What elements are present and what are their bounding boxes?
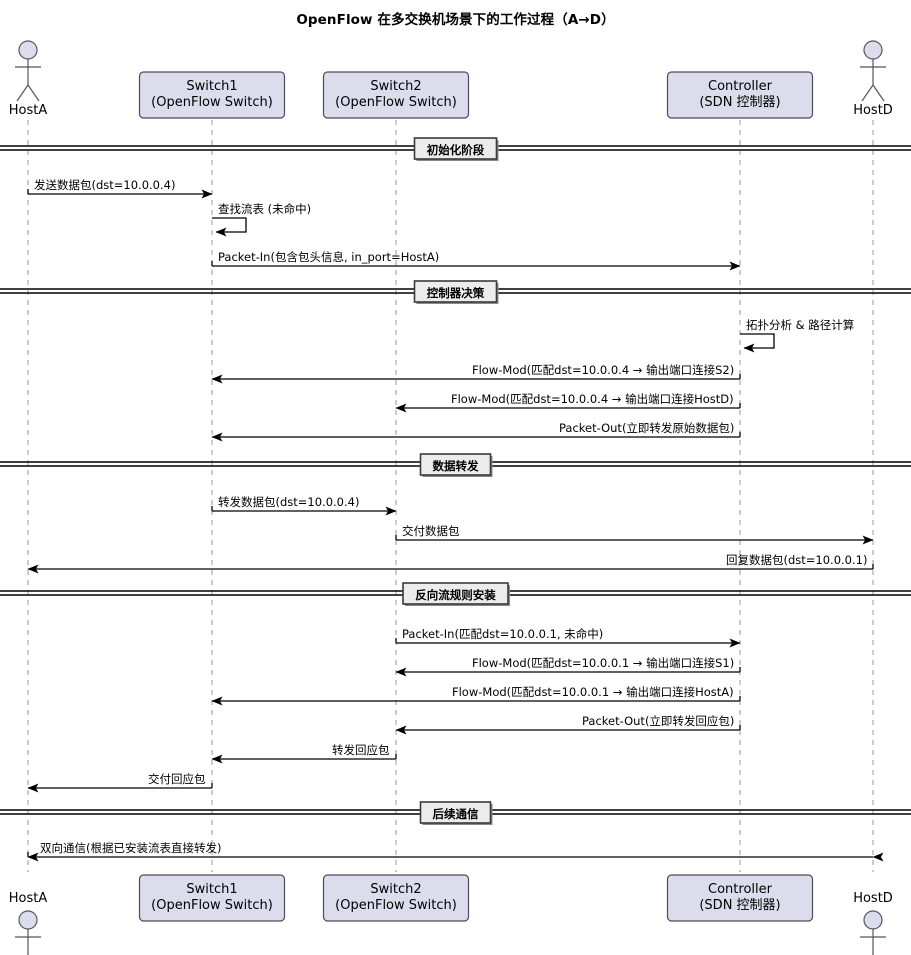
section-box-sec-after[interactable] — [419, 801, 492, 824]
message-label-m11: Packet-In(匹配dst=10.0.0.1, 未命中) — [402, 627, 604, 641]
actor-label-hostA-top: HostA — [8, 103, 48, 118]
participant-name-controller-bottom: Controller — [708, 882, 772, 897]
message-m1[interactable] — [27, 189, 213, 199]
actor-leg-right-hostA — [27, 84, 40, 102]
participant-sub-switch1-top: (OpenFlow Switch) — [151, 95, 273, 110]
participant-label-switch1-top: Switch1(OpenFlow Switch) — [140, 79, 285, 111]
message-label-m6: Flow-Mod(匹配dst=10.0.0.4 → 输出端口连接HostD) — [451, 392, 734, 406]
message-label-m10: 回复数据包(dst=10.0.0.1) — [726, 553, 868, 567]
message-m12[interactable] — [395, 667, 741, 677]
diagram-title: OpenFlow 在多交换机场景下的工作过程（A→D） — [296, 12, 615, 28]
message-m13[interactable] — [211, 696, 741, 706]
participant-sub-controller-top: (SDN 控制器) — [699, 95, 781, 110]
message-label-m13: Flow-Mod(匹配dst=10.0.0.1 → 输出端口连接HostA) — [452, 685, 734, 699]
message-line-m2 — [212, 217, 247, 237]
message-label-m16: 交付回应包 — [148, 772, 206, 786]
message-label-m2: 查找流表 (未命中) — [218, 202, 312, 216]
message-m16[interactable] — [27, 783, 213, 793]
participant-sub-switch2-top: (OpenFlow Switch) — [335, 95, 457, 110]
actor-hostA-bottom[interactable] — [15, 910, 41, 955]
section-box-sec-decide[interactable] — [413, 280, 498, 303]
actor-head-hostD — [863, 40, 883, 60]
message-m7[interactable] — [211, 432, 741, 442]
participant-label-switch1-bottom: Switch1(OpenFlow Switch) — [140, 882, 285, 914]
actor-head-hostA — [18, 40, 38, 60]
message-m17[interactable] — [27, 852, 884, 862]
actor-hostA[interactable] — [15, 40, 41, 102]
actor-leg-right-hostD — [872, 84, 885, 102]
message-label-m14: Packet-Out(立即转发回应包) — [582, 714, 735, 728]
message-m2[interactable] — [212, 217, 247, 237]
message-label-m15: 转发回应包 — [332, 743, 390, 757]
actor-leg-left-hostD — [861, 84, 874, 102]
actor-label-hostA-bottom-text: HostA — [8, 891, 48, 906]
message-m4[interactable] — [740, 333, 775, 353]
participant-sub-switch2-bottom: (OpenFlow Switch) — [335, 898, 457, 913]
message-line-m4 — [740, 333, 775, 353]
message-label-m17: 双向通信(根据已安装流表直接转发) — [40, 841, 222, 855]
message-m3[interactable] — [211, 261, 741, 271]
section-box-sec-reverse[interactable] — [402, 582, 509, 605]
section-label-sec-init: 初始化阶段 — [426, 143, 485, 157]
message-m11[interactable] — [395, 638, 741, 648]
participant-box-controller-top[interactable] — [666, 71, 814, 119]
message-label-m5: Flow-Mod(匹配dst=10.0.0.4 → 输出端口连接S2) — [472, 363, 735, 377]
participant-label-switch2-bottom: Switch2(OpenFlow Switch) — [324, 882, 469, 914]
section-label-sec-reverse: 反向流规则安装 — [415, 588, 496, 602]
participant-box-switch2-bottom[interactable] — [322, 874, 470, 922]
participant-label-switch2-top: Switch2(OpenFlow Switch) — [324, 79, 469, 111]
participant-name-switch2-top: Switch2 — [370, 79, 422, 94]
section-label-sec-after: 后续通信 — [432, 807, 479, 821]
message-label-m1: 发送数据包(dst=10.0.0.4) — [34, 178, 176, 192]
message-label-m4: 拓扑分析 & 路径计算 — [746, 318, 855, 332]
participant-box-switch1-bottom[interactable] — [138, 874, 286, 922]
message-m8[interactable] — [211, 506, 397, 516]
actor-head-hostD-bottom — [863, 910, 883, 930]
participant-name-switch1-bottom: Switch1 — [186, 882, 238, 897]
section-label-sec-forward: 数据转发 — [432, 459, 479, 473]
message-m14[interactable] — [395, 725, 741, 735]
actor-label-hostD-top: HostD — [853, 103, 893, 118]
actor-hostD-bottom[interactable] — [860, 910, 886, 955]
message-m9[interactable] — [395, 535, 874, 545]
message-m15[interactable] — [211, 754, 397, 764]
participant-box-controller-bottom[interactable] — [666, 874, 814, 922]
section-box-sec-init[interactable] — [413, 137, 498, 160]
actor-head-hostA-bottom — [18, 910, 38, 930]
message-m5[interactable] — [211, 374, 741, 384]
participant-name-switch1-top: Switch1 — [186, 79, 238, 94]
message-label-m7: Packet-Out(立即转发原始数据包) — [559, 421, 735, 435]
participant-name-switch2-bottom: Switch2 — [370, 882, 422, 897]
participant-sub-controller-bottom: (SDN 控制器) — [699, 898, 781, 913]
message-label-m12: Flow-Mod(匹配dst=10.0.0.1 → 输出端口连接S1) — [472, 656, 735, 670]
message-label-m8: 转发数据包(dst=10.0.0.4) — [218, 495, 360, 509]
participant-box-switch2-top[interactable] — [322, 71, 470, 119]
message-m6[interactable] — [395, 403, 741, 413]
message-m10[interactable] — [27, 564, 874, 574]
message-label-m3: Packet-In(包含包头信息, in_port=HostA) — [218, 250, 440, 264]
actor-leg-left-hostA — [16, 84, 29, 102]
participant-sub-switch1-bottom: (OpenFlow Switch) — [151, 898, 273, 913]
message-label-m9: 交付数据包 — [402, 524, 460, 538]
actor-hostD[interactable] — [860, 40, 886, 102]
participant-label-controller-top: Controller(SDN 控制器) — [668, 79, 813, 111]
participant-box-switch1-top[interactable] — [138, 71, 286, 119]
participant-name-controller-top: Controller — [708, 79, 772, 94]
participant-label-controller-bottom: Controller(SDN 控制器) — [668, 882, 813, 914]
section-label-sec-decide: 控制器决策 — [426, 286, 485, 300]
section-box-sec-forward[interactable] — [419, 453, 492, 476]
actor-label-hostD-bottom-text: HostD — [853, 891, 893, 906]
